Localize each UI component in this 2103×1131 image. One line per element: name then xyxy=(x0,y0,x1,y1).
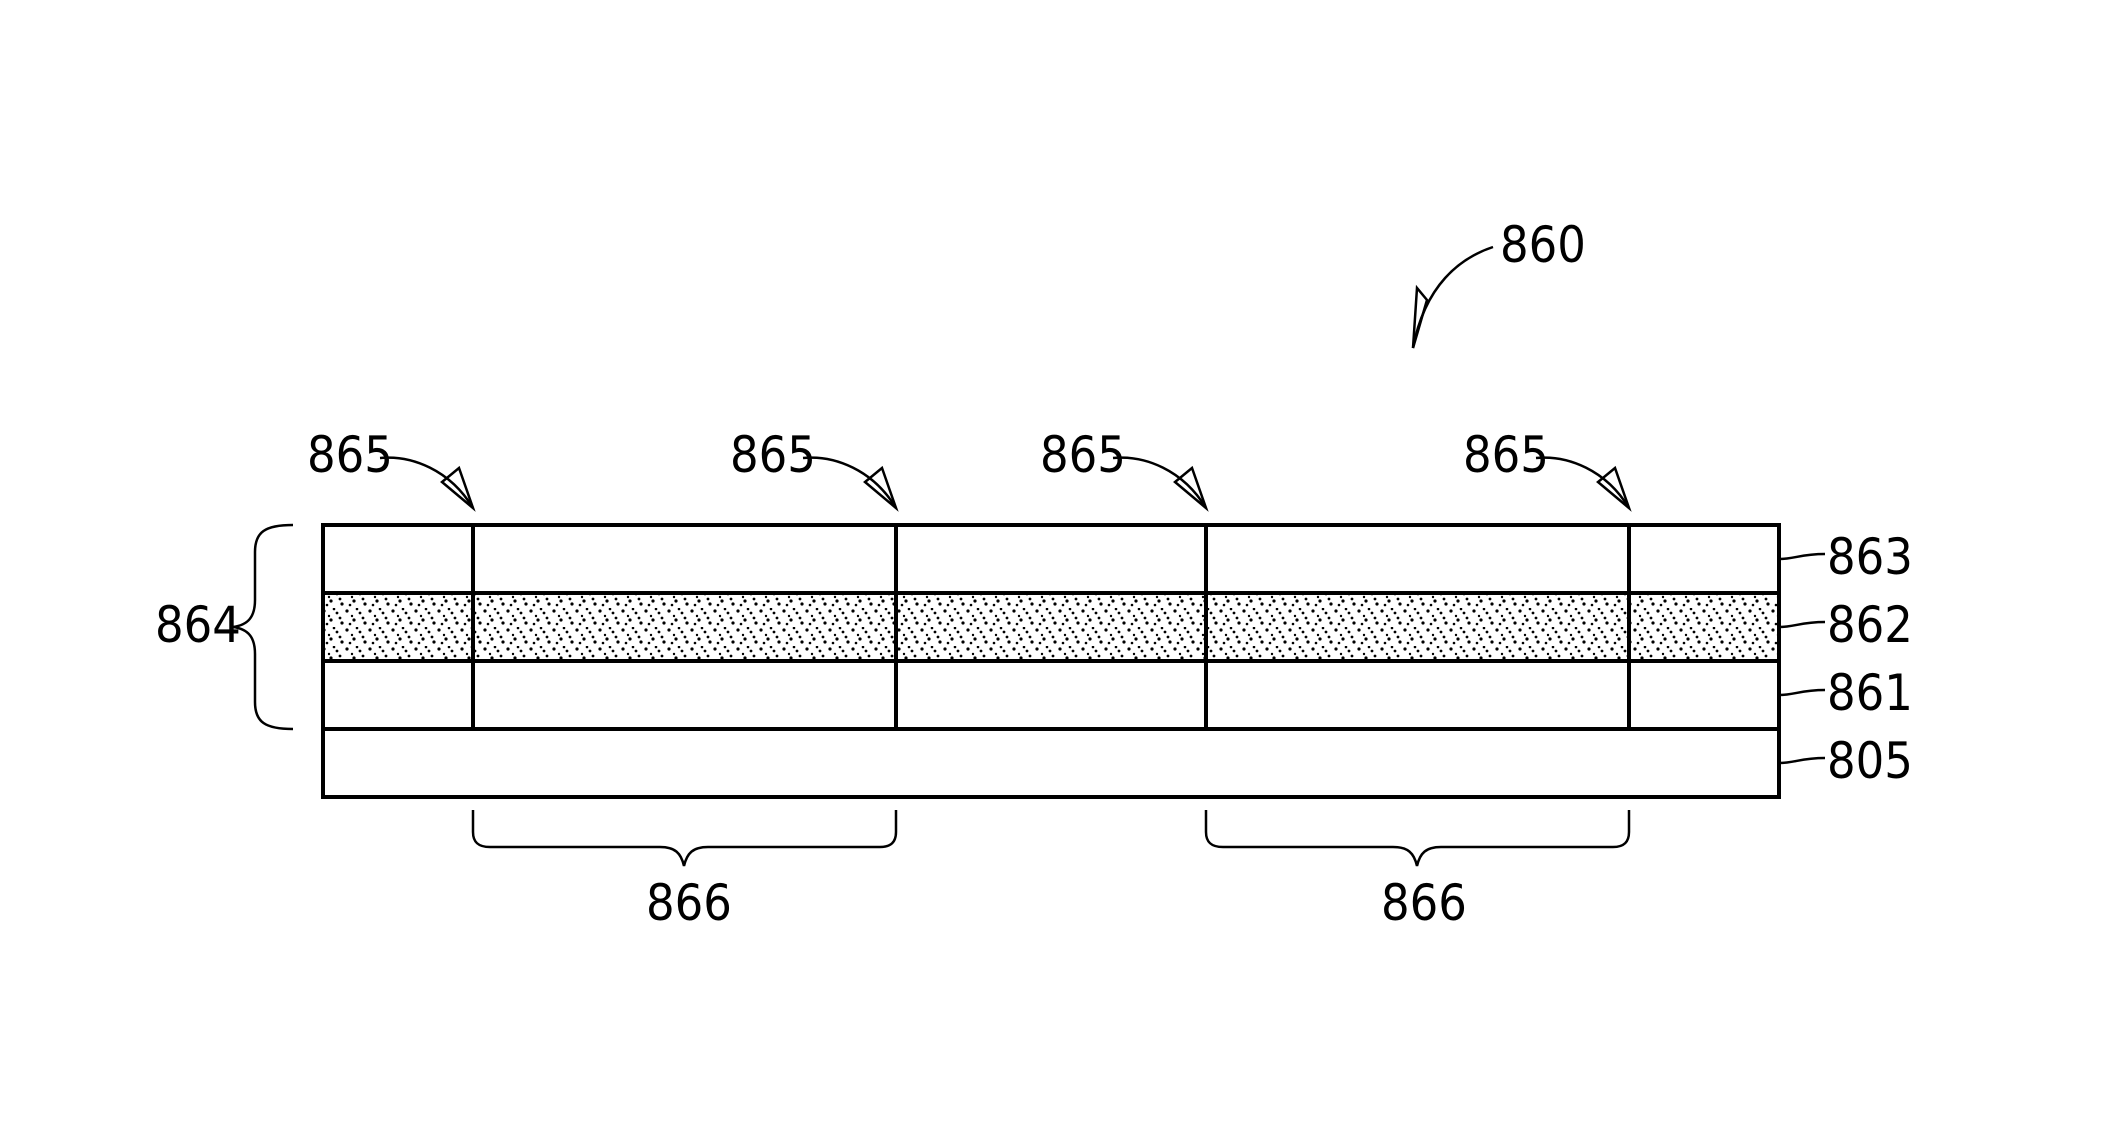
separator-label: 865 xyxy=(307,426,393,484)
separator-label: 865 xyxy=(1040,426,1126,484)
region-label: 866 xyxy=(646,874,732,932)
separator-label: 865 xyxy=(730,426,816,484)
layer-label: 861 xyxy=(1827,664,1913,722)
layer-stack-label: 864 xyxy=(155,596,241,654)
layer-leader xyxy=(1779,554,1825,559)
layer-leader xyxy=(1779,622,1825,627)
layer-label: 805 xyxy=(1827,732,1913,790)
assembly-label: 860 xyxy=(1500,216,1586,274)
layer-label: 862 xyxy=(1827,596,1913,654)
separator-leader xyxy=(1113,458,1206,508)
layer-862-fill xyxy=(323,593,1779,661)
region-brace xyxy=(1206,810,1629,866)
separator-leader xyxy=(380,458,473,508)
layer-stack-brace xyxy=(233,525,293,729)
layer-leader xyxy=(1779,690,1825,695)
separator-label: 865 xyxy=(1463,426,1549,484)
region-label: 866 xyxy=(1381,874,1467,932)
separator-leader xyxy=(803,458,896,508)
layer-label: 863 xyxy=(1827,528,1913,586)
separator-leader xyxy=(1536,458,1629,508)
layer-leader xyxy=(1779,758,1825,763)
region-brace xyxy=(473,810,896,866)
